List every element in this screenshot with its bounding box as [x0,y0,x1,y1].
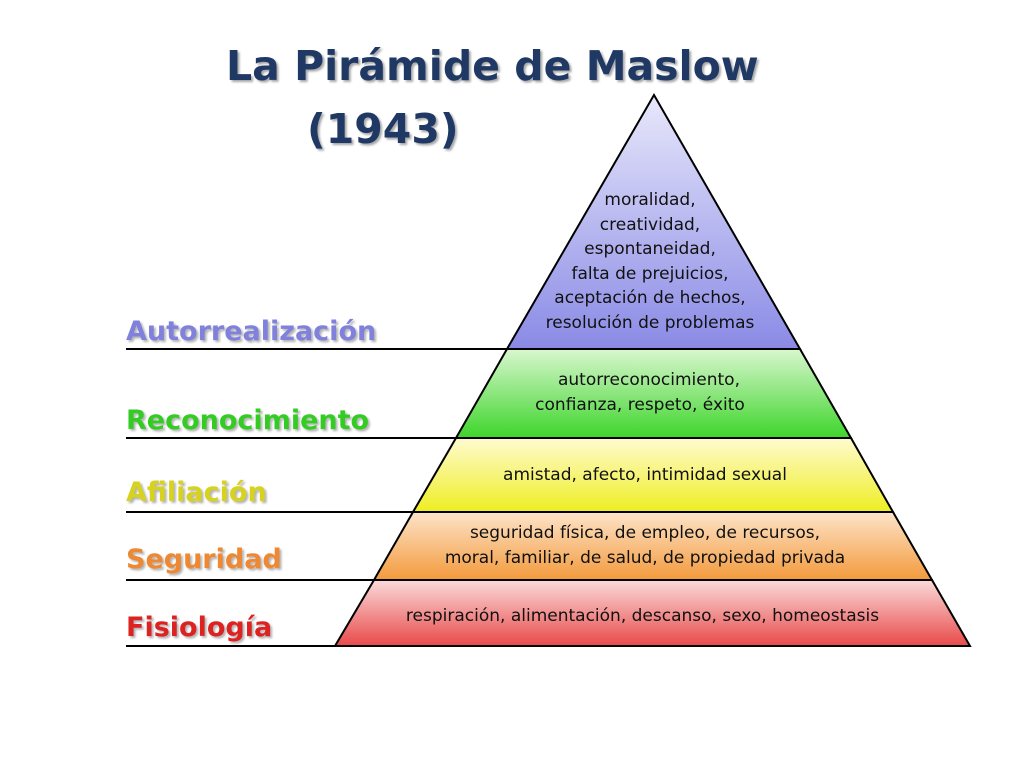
desc-seguridad: seguridad física, de empleo, de recursos… [405,521,885,570]
slide-subtitle-year: (1943) [307,105,459,153]
tier-fisiologia [333,579,972,647]
desc-line: moralidad, [604,190,696,210]
desc-line: moral, familiar, de salud, de propiedad … [444,547,846,568]
desc-line: aceptación de hechos, [554,288,746,308]
desc-line: creatividad, [599,214,701,235]
desc-line: amistad, afecto, intimidad sexual [503,465,787,485]
label-seguridad: Seguridad [126,544,282,575]
desc-fisiologia: respiración, alimentación, descanso, sex… [370,604,915,629]
label-autorrealizacion: Autorrealización [126,316,377,347]
desc-line: falta de prejuicios, [571,263,729,284]
desc-autorrealizacion: moralidad, creatividad, espontaneidad, f… [500,188,800,335]
desc-line: resolución de problemas [545,312,755,333]
desc-line: confianza, respeto, éxito [535,394,745,415]
desc-line: autorreconocimiento, [557,370,740,390]
label-afiliacion: Afiliación [126,477,267,508]
label-reconocimiento: Reconocimiento [126,405,370,436]
label-fisiologia: Fisiología [126,612,273,643]
desc-line: espontaneidad, [584,239,716,259]
desc-line: seguridad física, de empleo, de recursos… [469,523,821,543]
desc-reconocimiento: autorreconocimiento, confianza, respeto,… [490,368,790,417]
desc-afiliacion: amistad, afecto, intimidad sexual [470,463,820,488]
desc-line: respiración, alimentación, descanso, sex… [405,606,880,626]
slide-title: La Pirámide de Maslow [226,42,759,90]
